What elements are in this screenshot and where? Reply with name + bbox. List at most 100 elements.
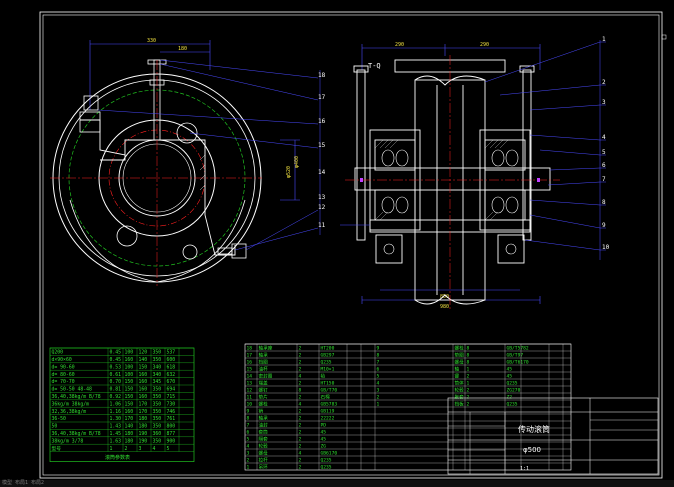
- param-cell: 100: [125, 350, 134, 356]
- param-cell: 1.63: [110, 438, 122, 444]
- balloon-label: 6: [602, 162, 606, 169]
- parts-cell: 8: [247, 415, 250, 421]
- parts-cell: Q235: [321, 359, 332, 365]
- parts-cell: Q235: [321, 457, 332, 463]
- svg-text:290: 290: [480, 42, 489, 48]
- parts-cell: ZG: [321, 443, 327, 449]
- parts-cell: 轴承: [259, 414, 269, 421]
- param-cell: 0.61: [110, 372, 122, 378]
- param-cell: 800: [167, 424, 176, 430]
- param-cell: 180: [125, 431, 134, 437]
- param-cell: 0.92: [110, 394, 122, 400]
- parts-cell: 2: [467, 387, 470, 393]
- svg-text:330: 330: [147, 38, 156, 44]
- parts-cell: 2: [299, 457, 302, 463]
- parts-cell: 轴: [455, 365, 460, 372]
- param-cell: 100: [125, 364, 134, 370]
- parts-cell: 键: [455, 372, 460, 379]
- param-cell: 180: [139, 416, 148, 422]
- parts-cell: 2: [299, 359, 302, 365]
- title-block-name: 传动滚筒: [518, 424, 550, 434]
- parts-cell: 2: [299, 408, 302, 414]
- parts-cell: 9: [247, 408, 250, 414]
- param-cell: 36,40,38kg/m B/78: [52, 431, 101, 437]
- param-table-footer: 滚筒参数表: [105, 454, 130, 461]
- param-cell: 340: [153, 364, 162, 370]
- parts-cell: 轴承: [259, 351, 269, 358]
- parts-cell: 6: [377, 366, 380, 372]
- side-view-dimensions: [89, 40, 300, 201]
- parts-cell: GB6170: [321, 450, 338, 456]
- param-cell: 618: [167, 364, 176, 370]
- balloon-label: 14: [318, 169, 326, 176]
- parts-cell: 螺钉: [259, 386, 269, 393]
- param-cell: 150: [125, 379, 134, 385]
- parts-cell: 45: [507, 373, 513, 379]
- svg-text:290: 290: [395, 42, 404, 48]
- parts-cell: 2: [299, 345, 302, 351]
- title-block: 传动滚筒 φ500 1:1: [447, 397, 659, 475]
- param-cell: 150: [139, 364, 148, 370]
- param-cell: 0.81: [110, 387, 122, 393]
- parts-cell: GB119: [321, 408, 335, 414]
- param-cell: d= 80-60: [52, 372, 75, 378]
- param-cell: 761: [167, 416, 176, 422]
- parts-cell: 隔套: [259, 435, 269, 442]
- param-cell: d= 50-50 48-48: [52, 387, 93, 393]
- param-cell: 1.45: [110, 431, 122, 437]
- balloon-label: 17: [318, 94, 326, 101]
- param-cell: 340: [153, 372, 162, 378]
- parts-cell: 17: [247, 352, 253, 358]
- param-cell: 38kg/m 3/78: [52, 438, 84, 444]
- param-cell: 50: [52, 424, 58, 430]
- balloon-label: 15: [318, 142, 326, 149]
- param-cell: 150: [125, 401, 134, 407]
- param-cell: 694: [167, 387, 176, 393]
- parts-cell: 螺母: [259, 449, 269, 456]
- parts-cell: 油封: [259, 421, 269, 428]
- param-cell: 160: [139, 387, 148, 393]
- parts-cell: 螺母: [455, 358, 465, 365]
- side-view: 330 180 φ520 φ400: [50, 38, 319, 286]
- balloon-label: 16: [318, 118, 326, 125]
- parts-cell: 吊环: [259, 464, 269, 470]
- parts-cell: GB297: [321, 352, 335, 358]
- parts-cell: 16: [247, 359, 253, 365]
- balloon-label: 4: [602, 134, 606, 141]
- parts-cell: 螺栓: [455, 344, 465, 351]
- parts-cell: 2: [467, 394, 470, 400]
- section-view: 290 290 850 980 T-Q: [319, 40, 601, 310]
- parts-cell: 2: [299, 352, 302, 358]
- balloon-label: 11: [318, 222, 326, 229]
- param-cell: 350: [153, 438, 162, 444]
- balloon-label: 13: [318, 194, 326, 201]
- parts-cell: 8: [467, 359, 470, 365]
- svg-text:980: 980: [440, 304, 449, 310]
- parts-cell: 7: [377, 359, 380, 365]
- parts-cell: 4: [299, 450, 302, 456]
- balloon-label: 18: [318, 72, 326, 79]
- parts-cell: 轴承座: [259, 344, 273, 351]
- parts-cell: 毡: [321, 372, 326, 379]
- parts-cell: 3: [247, 450, 250, 456]
- param-cell: 1.30: [110, 416, 122, 422]
- parts-cell: 45: [321, 429, 327, 435]
- parts-cell: 8: [299, 387, 302, 393]
- param-cell: 350: [153, 350, 162, 356]
- param-cell: 350: [153, 357, 162, 363]
- parts-cell: 2: [377, 394, 380, 400]
- param-cell: 632: [167, 372, 176, 378]
- parts-cell: 22222: [321, 415, 335, 421]
- parts-cell: Q235: [507, 380, 518, 386]
- parts-cell: 2: [299, 443, 302, 449]
- parts-cell: 挡板: [455, 400, 465, 407]
- parts-cell: 18: [247, 345, 253, 351]
- param-cell: 36-50: [52, 416, 67, 422]
- parts-cell: 胀套: [455, 393, 465, 400]
- param-cell: 5: [167, 446, 170, 452]
